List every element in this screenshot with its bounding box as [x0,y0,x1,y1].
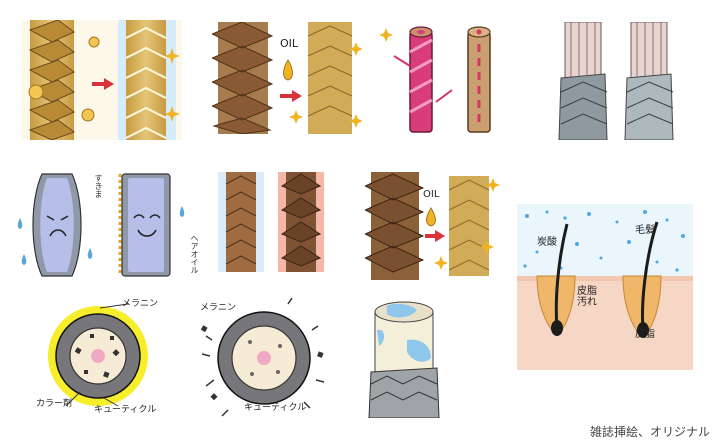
sparkle-icon [164,48,180,64]
panel-brown-hair-comparison [218,172,328,272]
oil-drop-icon [283,59,293,81]
panel-hair-shaft-water [365,300,445,418]
sparkle-icon [486,178,500,192]
sparkle-icon [434,256,448,270]
smooth-hair [448,176,490,276]
panel-hair-cross-section-tubes [380,22,520,140]
arrow-icon [435,89,453,103]
dirt-particle [28,84,44,100]
sparkle-icon [480,240,494,254]
damaged-hair-tip [558,22,608,140]
cuticle-label: キューティクル [244,403,307,413]
damaged-hair-strand [28,20,76,140]
oil-label: OIL [423,189,440,200]
hair-label: 毛髪 [635,225,655,236]
panel-color-cross-section: メラニン カラー剤 キューティクル [28,292,168,420]
smooth-brown-hair [225,175,257,265]
oil-label: OIL [280,37,299,50]
rough-brown-hair [280,173,322,267]
sparkle-icon [349,114,362,128]
hair-follicle [536,223,576,336]
sparkle-icon [380,28,393,42]
rough-brown-hair [212,22,274,134]
arrow-icon [92,78,114,90]
sebum-dirt-label: 皮脂 汚れ [577,286,597,308]
illustration-caption: 雑誌挿絵、オリジナル [589,425,710,439]
panel-hair-tips-comparison [545,22,685,140]
happy-hair-strand [118,173,171,277]
melanin-label: メラニン [122,299,159,309]
repaired-hair-tip [624,22,674,140]
arrow-icon [425,230,445,242]
panel-scalp-carbonic: 炭酸 毛髪 皮脂 汚れ 皮脂 [517,204,693,370]
panel-damaged-to-smooth-hair [22,20,182,140]
bubbles [523,210,685,272]
rough-hair [365,172,425,280]
cuticle-label: キューティクル [94,405,157,415]
water-drop-icon [87,248,93,259]
color-agent-label: カラー剤 [36,399,73,409]
dirt-particle [81,108,95,122]
arrow-icon [280,90,302,102]
panel-oil-treatment: OIL [212,22,362,134]
hair-follicle [622,221,662,338]
brown-hair-tube [467,26,491,133]
water-drop-icon [17,218,23,229]
water-drop-icon [21,254,27,265]
panel-oil-smoothing: OIL [365,172,505,280]
panel-hair-moisture-faces: すきま ヘアオイル [14,170,204,280]
smooth-hair-strand [118,20,176,140]
dirt-particle [88,36,100,48]
sebum-label: 皮脂 [635,329,655,340]
oil-drop-icon [426,207,436,227]
melanin-label: メラニン [200,303,237,313]
hair-oil-label: ヘアオイル [190,234,199,274]
carbonic-acid-label: 炭酸 [537,237,557,248]
sparkle-icon [289,110,303,124]
sad-hair-strand [32,173,82,277]
arrow-icon [393,55,411,67]
pink-hair-tube [409,26,433,133]
smooth-gold-hair [307,22,353,134]
sparkle-icon [164,106,180,122]
panel-melanin-cross-section: メラニン キューティクル [192,296,332,422]
sparkle-icon [349,42,362,56]
gap-label: すきま [94,174,103,198]
water-drop-icon [179,206,185,217]
